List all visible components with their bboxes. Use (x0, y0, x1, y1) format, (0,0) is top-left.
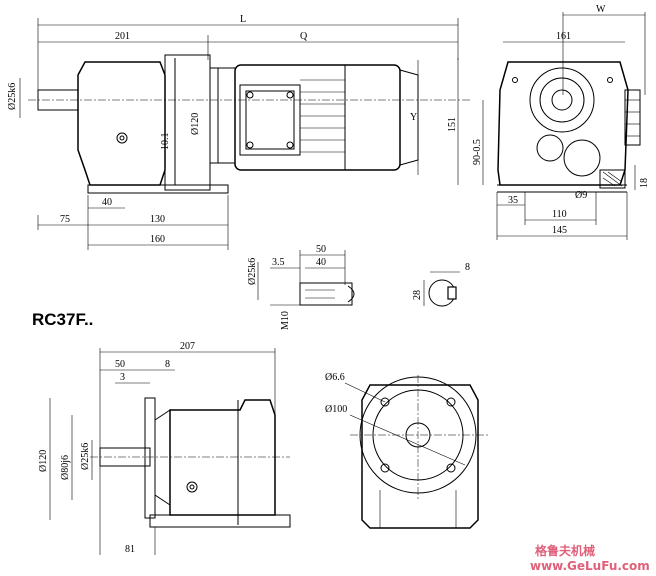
dim-145: 145 (552, 225, 567, 236)
dim-Q: Q (300, 31, 308, 42)
side-view: L 201 Q Ø25k6 10.1 Ø120 (7, 14, 470, 250)
dim-35: 35 (508, 195, 518, 206)
dim-18: 18 (639, 178, 650, 188)
dim-40: 40 (102, 197, 112, 208)
shaft-detail-50: 50 (316, 244, 326, 255)
dim-10-1: 10.1 (160, 133, 171, 151)
dim-shaft-dia: Ø25k6 (7, 83, 18, 110)
flange-face-holes: Ø6.6 (325, 372, 345, 383)
shaft-detail: Ø25k6 3.5 40 50 M10 (247, 244, 355, 330)
dim-130: 130 (150, 214, 165, 225)
dim-75: 75 (60, 214, 70, 225)
flange-dia-120: Ø120 (38, 450, 49, 472)
dim-90: 90-0.5 (472, 139, 483, 165)
watermark-cn: 格鲁夫机械 (535, 543, 595, 558)
flange-view: 207 50 8 3 Ø120 Ø80j6 Ø25k6 81 (38, 341, 291, 555)
dim-110: 110 (552, 209, 567, 220)
dim-dia-9: Ø9 (575, 190, 587, 201)
dim-L: L (240, 14, 246, 25)
flange-dim-8: 8 (165, 359, 170, 370)
flange-dim-3: 3 (120, 372, 125, 383)
dim-Y: Y (410, 112, 417, 123)
flange-dia-80: Ø80j6 (60, 455, 71, 480)
shaft-detail-40: 40 (316, 257, 326, 268)
flange-dia-25: Ø25k6 (80, 443, 91, 470)
dim-dia-120: Ø120 (190, 113, 201, 135)
dim-W: W (596, 4, 606, 15)
shaft-detail-3-5: 3.5 (272, 257, 285, 268)
watermark-url: www.GeLuFu.com (530, 559, 650, 573)
key-section: 8 28 (412, 262, 470, 307)
dim-161: 161 (556, 31, 571, 42)
shaft-detail-thread: M10 (280, 311, 291, 330)
dim-151: 151 (447, 117, 458, 132)
flange-dim-81: 81 (125, 544, 135, 555)
end-view: W 161 151 90-0.5 18 35 Ø (447, 4, 650, 240)
key-dim-8: 8 (465, 262, 470, 273)
key-dim-28: 28 (412, 290, 423, 300)
shaft-detail-dia: Ø25k6 (247, 258, 258, 285)
flange-face: Ø6.6 Ø100 (325, 372, 488, 529)
watermark: 格鲁夫机械 www.GeLuFu.com (530, 543, 650, 573)
dim-160: 160 (150, 234, 165, 245)
flange-face-pcd: Ø100 (325, 404, 347, 415)
model-title: RC37F.. (32, 310, 93, 329)
flange-dim-50: 50 (115, 359, 125, 370)
flange-dim-207: 207 (180, 341, 195, 352)
dim-201: 201 (115, 31, 130, 42)
